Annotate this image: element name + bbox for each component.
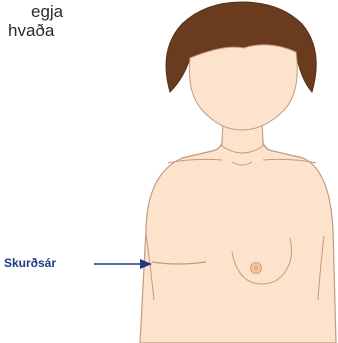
torso <box>140 124 336 343</box>
face <box>189 45 297 130</box>
scar-label: Skurðsár <box>4 256 56 270</box>
nipple <box>254 266 258 270</box>
